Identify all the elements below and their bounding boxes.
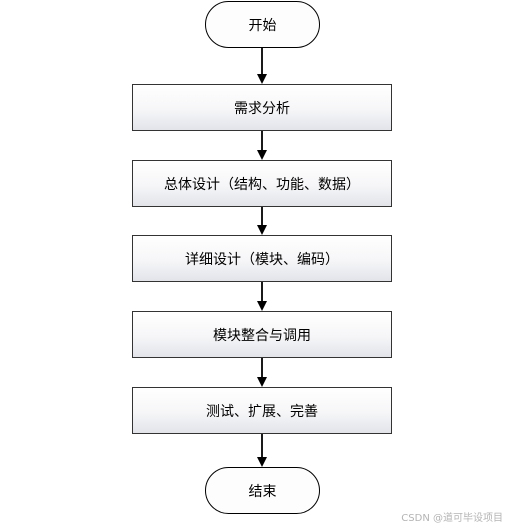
step-label: 总体设计（结构、功能、数据） [164,176,360,193]
start-node: 开始 [205,1,320,48]
end-node: 结束 [205,467,320,514]
step-overall-design: 总体设计（结构、功能、数据） [132,160,392,207]
watermark: CSDN @道可毕设项目 [401,513,503,524]
step-testing: 测试、扩展、完善 [132,387,392,434]
step-label: 详细设计（模块、编码） [185,251,339,268]
step-label: 模块整合与调用 [213,327,311,344]
step-detailed-design: 详细设计（模块、编码） [132,235,392,282]
step-label: 测试、扩展、完善 [206,403,318,420]
step-module-integration: 模块整合与调用 [132,311,392,358]
step-label: 需求分析 [234,100,290,117]
start-label: 开始 [248,17,277,34]
end-label: 结束 [248,483,277,500]
step-requirements-analysis: 需求分析 [132,84,392,131]
